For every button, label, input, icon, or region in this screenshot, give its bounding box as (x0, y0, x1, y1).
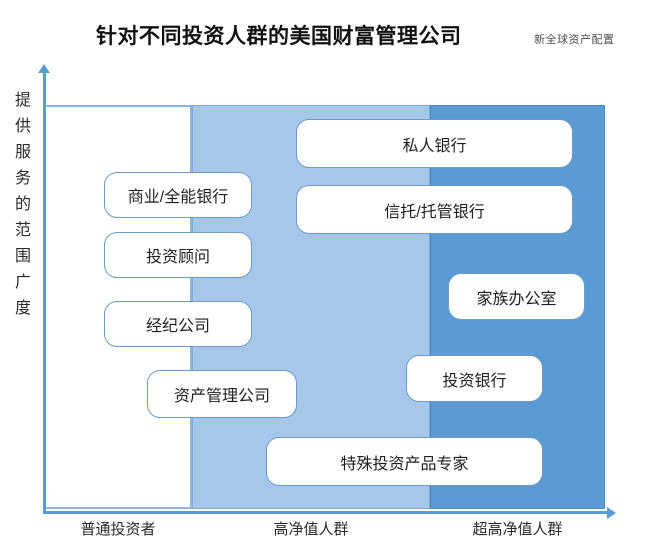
x-axis-tick-uhnw: 超高净值人群 (472, 521, 563, 538)
node-box[interactable]: 私人银行 (296, 119, 573, 168)
node-box[interactable]: 投资顾问 (104, 232, 252, 278)
y-axis-label-char: 广 (14, 274, 31, 291)
node-box[interactable]: 资产管理公司 (147, 370, 297, 418)
node-box[interactable]: 特殊投资产品专家 (266, 437, 543, 486)
node-box[interactable]: 家族办公室 (448, 273, 585, 320)
y-axis-line (43, 72, 46, 513)
node-box[interactable]: 信托/托管银行 (296, 185, 573, 234)
page-title: 针对不同投资人群的美国财富管理公司 (96, 25, 462, 48)
y-axis-label-char: 度 (14, 300, 31, 317)
y-axis-label-char: 围 (14, 248, 31, 265)
y-axis-label-char: 务 (14, 170, 31, 187)
y-axis-label: 提 供 服 务 的 范 围 广 度 (10, 88, 36, 322)
y-axis-label-char: 范 (14, 222, 31, 239)
node-box[interactable]: 商业/全能银行 (104, 172, 252, 218)
node-box[interactable]: 经纪公司 (104, 301, 252, 347)
node-box[interactable]: 投资银行 (406, 355, 543, 402)
y-axis-label-char: 的 (14, 196, 31, 213)
y-axis-label-char: 提 (14, 92, 31, 109)
y-axis-label-char: 服 (14, 144, 31, 161)
y-axis-arrow-icon (38, 64, 50, 73)
x-axis-arrow-icon (607, 506, 616, 519)
source-watermark: 新全球资产配置 (534, 34, 615, 46)
x-axis-tick-hnw: 高净值人群 (273, 521, 349, 538)
y-axis-label-char: 供 (14, 118, 31, 135)
x-axis-line (43, 511, 611, 514)
x-axis-tick-retail: 普通投资者 (80, 521, 156, 538)
